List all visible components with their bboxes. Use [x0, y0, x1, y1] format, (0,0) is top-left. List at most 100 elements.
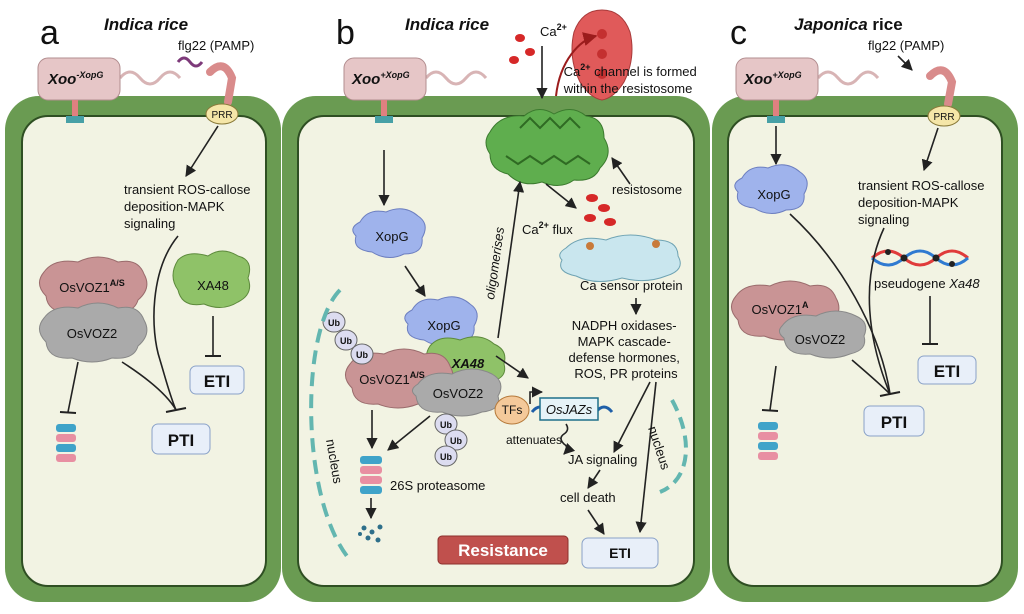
degraded-peptides-icon [358, 524, 383, 543]
ros-signaling-text: transient ROS-callose deposition-MAPK si… [858, 178, 988, 227]
prr-label: PRR [933, 112, 954, 123]
prr-node [205, 103, 239, 125]
panel-b-title: Indica rice [405, 15, 489, 34]
resistosome-icon [485, 109, 609, 186]
xopg-to-complex-arrow [404, 265, 426, 297]
resistosome-label-arrow [611, 157, 631, 185]
secretion-system-icon [381, 100, 387, 116]
xa48-complex-label: XA48 [451, 356, 485, 371]
nucleus-left-boundary [309, 288, 352, 562]
ubiquitin-icon [322, 311, 346, 333]
cell-cytoplasm [21, 115, 267, 587]
resistance-label: Resistance [458, 541, 548, 560]
dna-helix-icon [758, 422, 778, 460]
osvoz1-label: OsVOZ1A [751, 300, 809, 317]
pti-inhibit-bar [879, 391, 901, 397]
channel-zoom-arrow [555, 32, 598, 97]
panel-a-title: Indica rice [104, 15, 188, 34]
flg22-icon [176, 56, 204, 68]
ros-inhibit-pti-line [153, 235, 179, 411]
ub-label: Ub [450, 436, 462, 446]
osvoz1-protein-icon [39, 256, 148, 317]
osvoz1-label: OsVOZ1A/S [59, 278, 125, 295]
ubiquitin-icon [434, 413, 458, 435]
pti-box [863, 405, 925, 437]
cell-cytoplasm [727, 115, 1003, 587]
xa48-protein-icon [172, 250, 251, 308]
pseudogene-dna-nodes [885, 249, 955, 267]
osvoz2-protein-icon [778, 310, 867, 359]
pti-label: PTI [881, 413, 907, 432]
attenuates-arrow [560, 423, 576, 455]
pti-box [151, 423, 211, 455]
ca-sensor-protein-icon [559, 234, 681, 282]
prr-receptor-icon [926, 66, 957, 108]
pseudogene-label: pseudogene Xa48 [874, 276, 980, 291]
xopg-inhibit-pti-line [789, 213, 891, 395]
osjazs-label: OsJAZs [546, 402, 593, 417]
ubiquitin-icon [334, 329, 358, 351]
xa48-label: XA48 [197, 278, 229, 293]
resistosome-label: resistosome [612, 182, 682, 197]
tfs-label: TFs [502, 403, 523, 417]
flagellum-icon [118, 70, 182, 86]
xoo-label: Xoo-XopG [47, 70, 103, 88]
osjazs-gene-box [539, 397, 599, 421]
osvoz-inhibit-dna-bar [761, 409, 779, 412]
bound-ca-icon [586, 240, 660, 250]
secretion-system-icon [773, 100, 779, 116]
osvoz2-protein-icon [39, 302, 148, 363]
nucleus-right-boundary [659, 399, 688, 494]
channel-pore-icon [597, 29, 607, 79]
flagellum-icon [424, 70, 488, 86]
oligomerises-arrow [497, 180, 525, 339]
ubiquitin-chain-right: Ub Ub Ub [434, 413, 468, 467]
ub-label: Ub [440, 420, 452, 430]
prr-to-ros-arrow [921, 127, 939, 172]
xoo-bacterium-icon [37, 57, 121, 101]
xoo-label: Xoo+XopG [743, 70, 802, 88]
resistance-badge [437, 535, 569, 565]
osvoz2-label: OsVOZ2 [433, 386, 484, 401]
prr-receptor-icon [206, 62, 237, 106]
flux-arrow [545, 183, 577, 209]
flg22-arrow [897, 55, 913, 71]
secretion-pore-icon [375, 116, 393, 123]
xopg-label: XopG [757, 187, 790, 202]
eti-label: ETI [934, 362, 960, 381]
ub-label: Ub [328, 318, 340, 328]
panel-c-title: Japonica rice [794, 15, 903, 34]
ca-sensor-label: Ca sensor protein [580, 278, 683, 293]
ub-label: Ub [340, 336, 352, 346]
osvoz2-label: OsVOZ2 [795, 332, 846, 347]
osvoz-inhibit-dna-bar [59, 411, 77, 414]
attenuates-label: attenuates [506, 433, 562, 447]
transcription-start-arrow [529, 386, 544, 404]
proteasome-26s-icon [360, 456, 382, 494]
ja-to-death-arrow [587, 469, 601, 489]
ubiquitin-chain-left: Ub Ub Ub [322, 311, 374, 365]
ros-inhibit-pti-line [868, 227, 891, 395]
osvoz2-label: OsVOZ2 [67, 326, 118, 341]
eti-box [189, 365, 245, 395]
ub-label: Ub [440, 452, 452, 462]
prr-to-ros-arrow [185, 125, 219, 177]
calcium-ions-icon [509, 34, 535, 64]
xopg-protein-icon [734, 164, 808, 214]
cell-death-label: cell death [560, 490, 616, 505]
panel-a: a Indica rice Xoo-XopG flg22 (PAMP) PRR … [5, 14, 281, 602]
osvoz2-to-proteasome-arrow [387, 415, 431, 451]
panel-a-letter: a [40, 14, 59, 52]
pti-label: PTI [168, 431, 194, 450]
pti-inhibit-bar [165, 407, 187, 413]
eti-label: ETI [609, 545, 631, 561]
osvoz-inhibit-dna-line [769, 365, 777, 411]
complex-to-tfs-arrow [495, 355, 529, 379]
flagellum-icon [816, 70, 880, 86]
ca-flux-label: Ca2+ flux [522, 220, 573, 237]
channel-formed-text: Ca2+ channel is formed within the resist… [563, 62, 701, 96]
secretion-system-icon [72, 100, 78, 116]
osvoz-inhibit-pti-line [121, 361, 177, 411]
panel-c-letter: c [730, 14, 747, 52]
